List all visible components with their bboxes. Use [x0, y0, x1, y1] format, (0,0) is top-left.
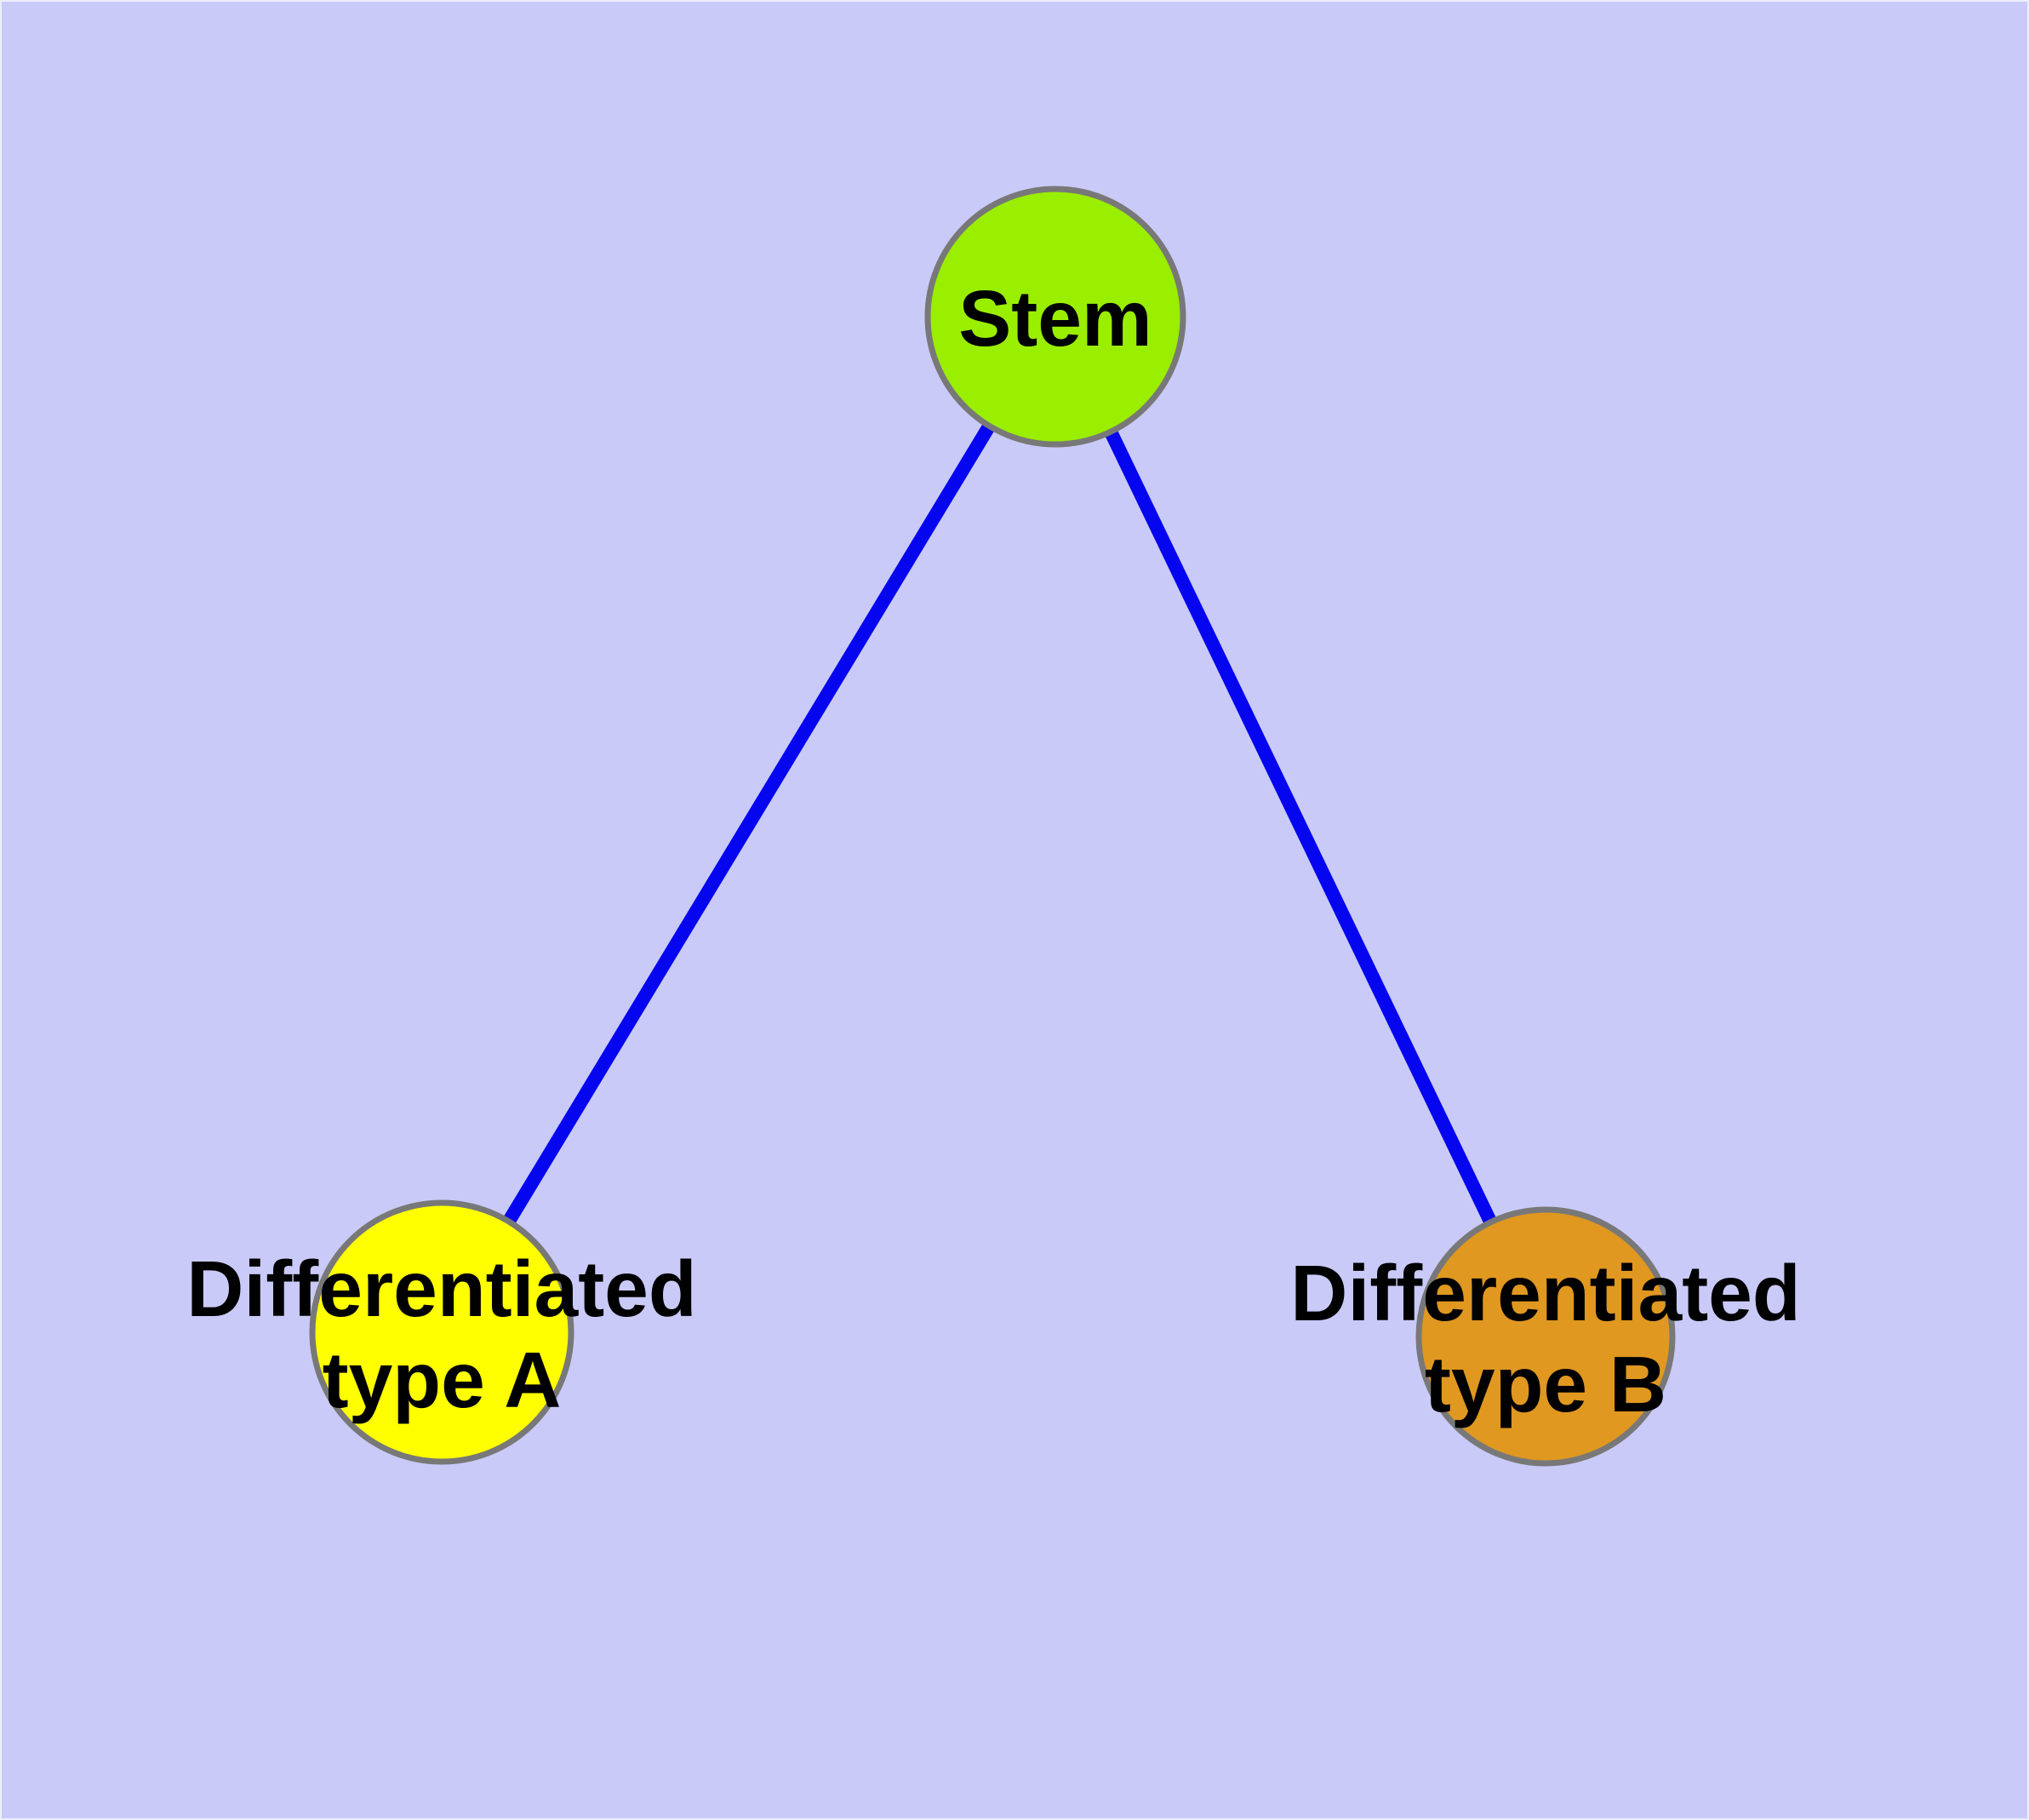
node-stem-circle	[924, 186, 1186, 448]
node-type-a-circle	[309, 1199, 574, 1465]
node-type-b-circle	[1415, 1206, 1676, 1467]
node-type-a-label-line2: type A	[323, 1336, 562, 1424]
edge-stem-to-type-a	[436, 312, 1061, 1336]
node-type-b-label-line1: Differentiated	[1290, 1249, 1800, 1337]
node-type-a-label-line1: Differentiated	[186, 1245, 696, 1333]
node-type-b-label-line2: type B	[1425, 1340, 1666, 1428]
edge-stem-to-type-b	[1049, 313, 1552, 1340]
node-stem-label: Stem	[958, 274, 1152, 363]
